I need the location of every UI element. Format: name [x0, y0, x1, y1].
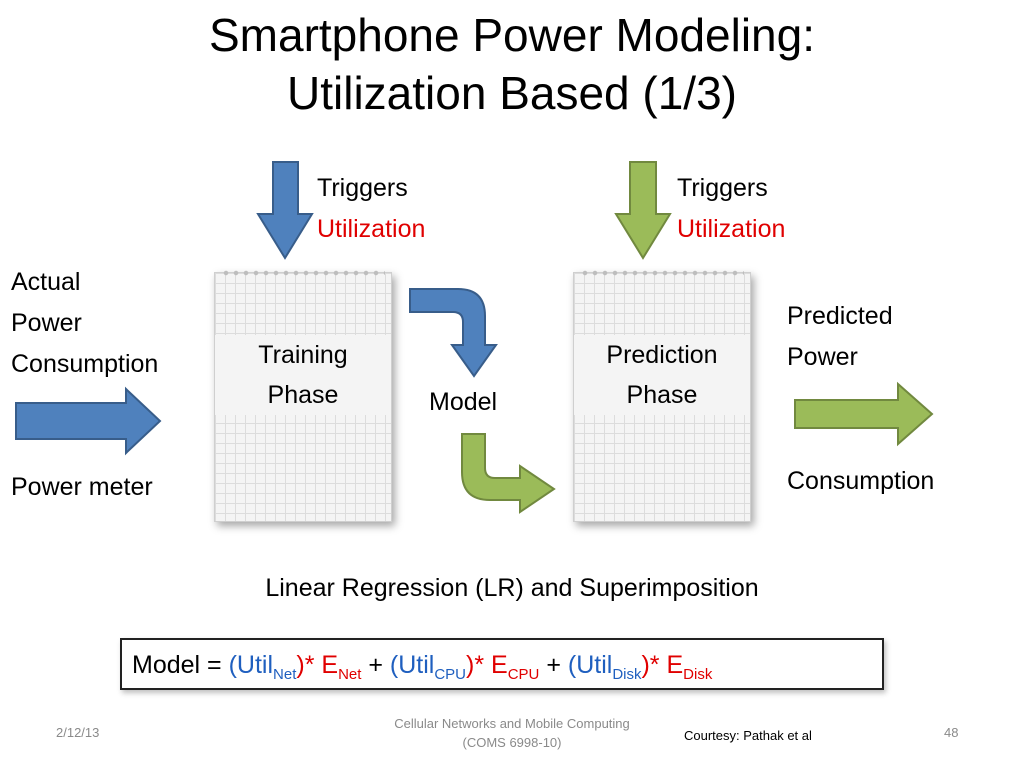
model-label: Model: [429, 388, 498, 416]
footer-page-number: 48: [944, 725, 959, 740]
footer-date: 2/12/13: [56, 725, 100, 740]
footer-courtesy: Courtesy: Pathak et al: [684, 728, 812, 743]
predicted-power-label: Predicted Power: [787, 302, 893, 371]
regression-caption: Linear Regression (LR) and Superimpositi…: [265, 574, 759, 602]
left-triggers-label: Triggers Utilization: [317, 174, 426, 243]
footer-course: Cellular Networks and Mobile Computing (…: [394, 716, 630, 750]
right-arrow-blue-icon: [15, 386, 162, 456]
actual-power-label: Actual Power Consumption: [11, 268, 159, 378]
power-meter-label: Power meter: [11, 473, 153, 501]
training-phase-text: Training Phase: [215, 335, 391, 415]
title-line-2: Utilization Based (1/3): [287, 67, 737, 119]
slide-title: Smartphone Power Modeling: Utilization B…: [0, 6, 1024, 122]
model-formula-box: Model = (UtilNet)* ENet + (UtilCPU)* ECP…: [120, 638, 884, 690]
training-phase-notepad: Training Phase: [214, 269, 392, 522]
prediction-phase-notepad: Prediction Phase: [573, 269, 751, 522]
right-arrow-green-icon: [794, 381, 934, 447]
down-arrow-blue-icon: [256, 161, 314, 260]
notepad-binding: [580, 269, 744, 277]
notepad-binding: [221, 269, 385, 277]
down-arrow-green-icon: [614, 161, 672, 260]
right-triggers-label: Triggers Utilization: [677, 174, 786, 243]
curved-arrow-blue-icon: [409, 288, 498, 378]
consumption-label: Consumption: [787, 467, 935, 495]
title-line-1: Smartphone Power Modeling:: [209, 9, 815, 61]
prediction-phase-text: Prediction Phase: [574, 335, 750, 415]
curved-arrow-green-icon: [461, 433, 556, 514]
